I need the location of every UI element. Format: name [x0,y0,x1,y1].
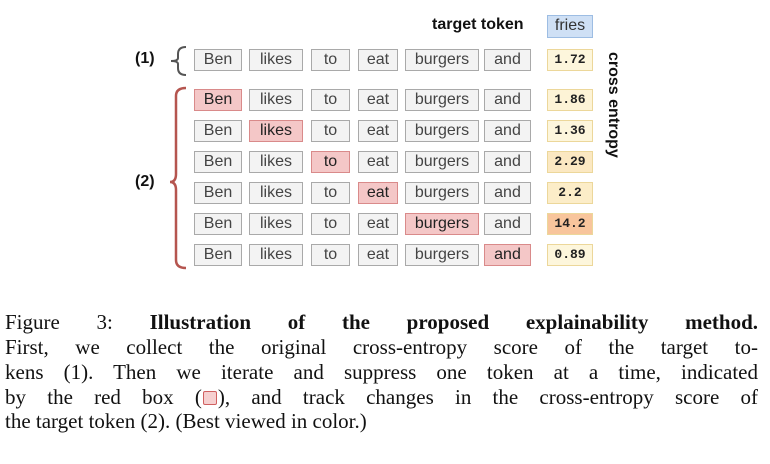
token: Ben [194,49,242,71]
token: to [311,213,350,235]
token: eat [358,89,398,111]
token: eat [358,49,398,71]
token: likes [249,213,303,235]
token: Ben [194,213,242,235]
target-token-label: target token [432,16,524,33]
token: eat [358,151,398,173]
token: burgers [405,89,479,111]
cross-entropy-score: 2.2 [547,182,593,204]
cross-entropy-score: 1.86 [547,89,593,111]
token: eat [358,244,398,266]
token: likes [249,151,303,173]
caption-label: Figure 3: [5,310,113,334]
target-token: fries [547,15,593,38]
token: and [484,182,531,204]
token: eat [358,120,398,142]
suppressed-token: eat [358,182,398,204]
suppressed-token: to [311,151,350,173]
token: Ben [194,151,242,173]
caption-line-part: by the red box ( [5,385,202,409]
token: burgers [405,151,479,173]
token: and [484,151,531,173]
token: Ben [194,182,242,204]
token: burgers [405,49,479,71]
suppressed-token: Ben [194,89,242,111]
caption-line: kens (1). Then we iterate and suppress o… [5,360,758,384]
token: to [311,244,350,266]
token: to [311,49,350,71]
suppressed-token: and [484,244,531,266]
token: to [311,182,350,204]
step-2-label: (2) [135,173,155,190]
caption-line: the target token (2). (Best viewed in co… [5,409,367,433]
token: burgers [405,120,479,142]
token: to [311,89,350,111]
step-2-bracket-icon [169,86,187,270]
suppressed-token: burgers [405,213,479,235]
token: and [484,213,531,235]
cross-entropy-axis-label: cross entropy [605,52,622,158]
cross-entropy-score: 1.72 [547,49,593,71]
cross-entropy-score: 14.2 [547,213,593,235]
cross-entropy-score: 2.29 [547,151,593,173]
step-1-label: (1) [135,50,155,67]
token: Ben [194,120,242,142]
red-box-icon [202,391,217,405]
token: likes [249,49,303,71]
suppressed-token: likes [249,120,303,142]
token: likes [249,182,303,204]
token: and [484,89,531,111]
token: likes [249,89,303,111]
token: Ben [194,244,242,266]
caption-title: Illustration of the proposed explainabil… [149,310,758,334]
caption-line-part: ), and track changes in the cross-entrop… [217,385,758,409]
token: and [484,120,531,142]
token: burgers [405,244,479,266]
token: eat [358,213,398,235]
token: likes [249,244,303,266]
step-1-brace-icon [170,46,187,76]
cross-entropy-score: 1.36 [547,120,593,142]
token: and [484,49,531,71]
token: to [311,120,350,142]
token: burgers [405,182,479,204]
caption-line: First, we collect the original cross-ent… [5,335,758,359]
cross-entropy-score: 0.89 [547,244,593,266]
